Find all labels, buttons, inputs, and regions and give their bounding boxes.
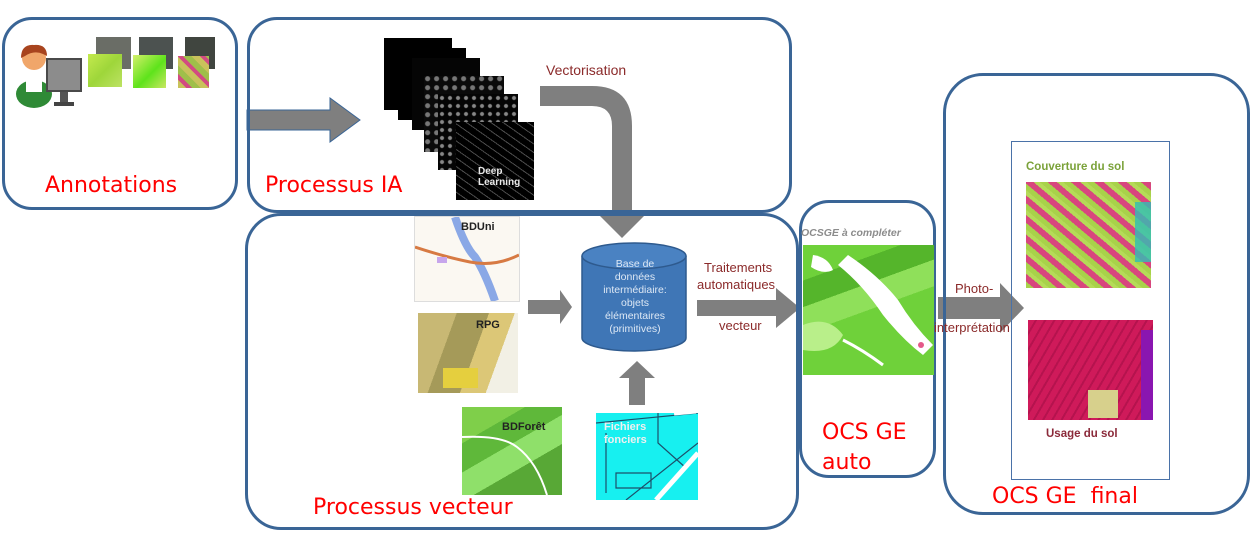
ocs-ge-final-box <box>943 73 1250 515</box>
deep-label-line1: Deep <box>478 166 503 177</box>
arrow-annotations-to-ia <box>246 97 361 143</box>
fichiers-fonciers-map: Fichiers fonciers <box>596 413 698 500</box>
arrow-sources-to-database <box>528 290 572 324</box>
database-label-line: intermédiaire: <box>603 284 667 296</box>
database-label-line: (primitives) <box>609 323 661 335</box>
database-label-line: Base de <box>615 258 655 270</box>
rpg-map: RPG <box>418 313 518 393</box>
fichiers-label: Fichiers fonciers <box>604 421 647 446</box>
database-label-line: objets <box>620 297 650 309</box>
photo-label-line1: Photo- <box>955 281 994 296</box>
usage-label: Usage du sol <box>1046 428 1118 440</box>
deep-learning-label: Deep Learning <box>478 166 520 188</box>
couverture-map <box>1026 182 1151 288</box>
database-label-line: élémentaires <box>604 310 666 322</box>
processus-ia-box <box>247 17 792 213</box>
annotations-label: Annotations <box>45 173 178 198</box>
traitements-label-line2: automatiques <box>697 277 776 292</box>
couverture-label: Couverture du sol <box>1026 161 1125 173</box>
couverture-water <box>1135 202 1151 262</box>
ocs-ge-auto-box <box>799 200 936 478</box>
usage-purple-zone <box>1141 330 1153 420</box>
final-maps-frame <box>1011 141 1170 480</box>
rpg-parcel <box>443 368 478 388</box>
fichiers-label-line1: Fichiers <box>604 421 647 433</box>
arrow-vectorisation <box>540 86 648 238</box>
fichiers-label-line2: fonciers <box>604 433 647 446</box>
annotation-thumbnail-3-mask <box>178 56 209 88</box>
annotation-thumbnail-2-mask <box>133 55 166 88</box>
deep-learning-stack: Deep Learning <box>384 38 534 200</box>
arrow-database-to-auto <box>697 288 800 328</box>
vectorisation-label: Vectorisation <box>546 62 627 78</box>
ocs-ge-auto-label-line1: OCS GE <box>822 420 907 445</box>
database-label: Base de données intermédiaire: objets él… <box>582 258 688 336</box>
photo-label-line2: interprétation <box>934 320 1010 335</box>
arrow-fichiers-to-database <box>619 361 655 405</box>
processus-vecteur-box <box>245 213 799 530</box>
traitements-label-line3: vecteur <box>719 318 762 333</box>
ocs-ge-auto-label-line2: auto <box>822 450 872 475</box>
ocsge-auto-map-title: OCSGE à compléter <box>801 227 901 239</box>
bduni-label: BDUni <box>461 221 495 233</box>
bdforet-map: BDForêt <box>462 407 562 495</box>
feature-map-6 <box>456 122 534 200</box>
ocsge-auto-map <box>803 245 934 375</box>
arrow-auto-to-final <box>938 283 1024 333</box>
usage-map <box>1028 320 1153 420</box>
rpg-label: RPG <box>476 319 500 331</box>
deep-label-line2: Learning <box>478 177 521 188</box>
bdforet-label: BDForêt <box>502 421 546 433</box>
processus-vecteur-label: Processus vecteur <box>313 495 513 520</box>
ocs-ge-final-label: OCS GE final <box>992 484 1138 509</box>
processus-ia-label: Processus IA <box>265 173 403 198</box>
database-cylinder-icon <box>581 242 687 352</box>
annotations-box <box>2 17 238 210</box>
bduni-map: BDUni <box>414 216 520 302</box>
annotation-thumbnail-1-mask <box>88 54 122 87</box>
usage-open-area <box>1088 390 1118 418</box>
database-label-line: données <box>614 271 656 283</box>
user-computer-icon <box>16 44 82 108</box>
traitements-label-line1: Traitements <box>704 260 773 275</box>
